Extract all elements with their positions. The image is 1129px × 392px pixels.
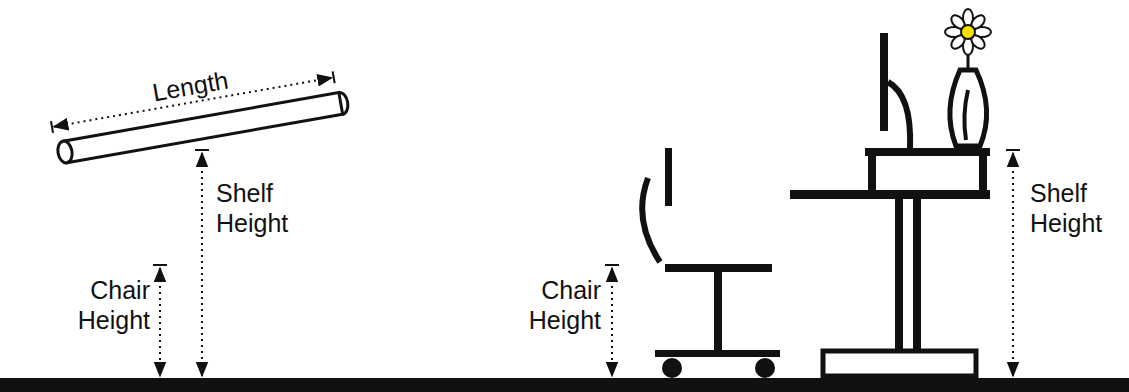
chair-height-label: Chair Height — [78, 275, 150, 335]
dimension-lines-right — [605, 150, 1020, 376]
shelf-height-label: Shelf Height — [1030, 178, 1102, 238]
length-label: Length — [150, 65, 231, 108]
shelf-height-label: Shelf Height — [216, 178, 288, 238]
dimension-lines-left — [153, 150, 209, 376]
floor — [0, 378, 1129, 392]
monitor — [880, 33, 910, 148]
desk — [790, 148, 990, 376]
chair-height-label: Chair Height — [529, 275, 601, 335]
vase-flower — [945, 9, 991, 146]
chair — [642, 148, 780, 378]
